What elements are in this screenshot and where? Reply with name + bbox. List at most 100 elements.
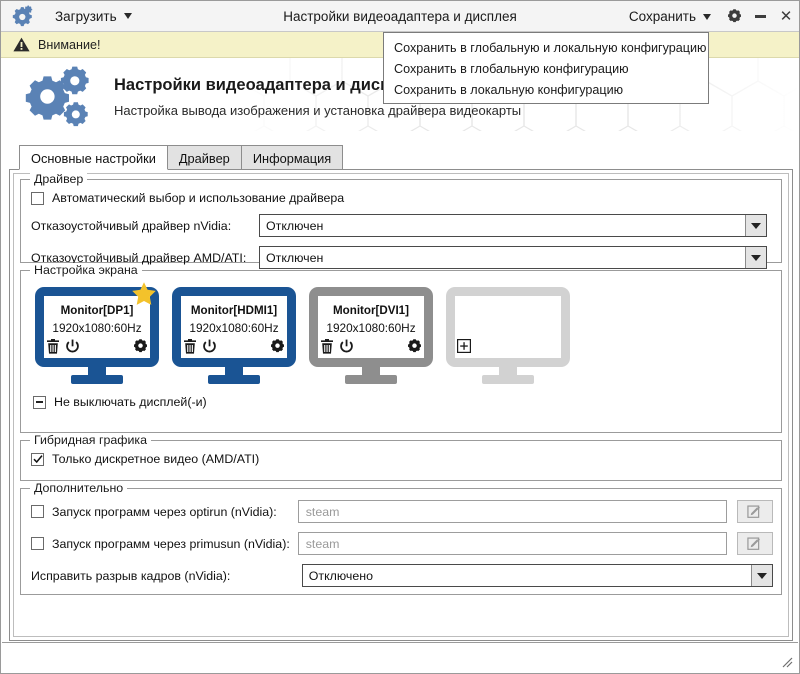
group-hybrid-graphics: Гибридная графика Только дискретное виде… [20, 433, 782, 481]
group-screen-legend: Настройка экрана [30, 263, 142, 277]
monitor-resolution: 1920x1080:60Hz [52, 321, 142, 335]
power-icon[interactable] [65, 339, 80, 354]
plus-icon[interactable] [457, 339, 471, 353]
amd-driver-row: Отказоустойчивый драйвер AMD/ATI: Отключ… [31, 246, 771, 269]
discrete-video-checkbox[interactable] [31, 452, 44, 466]
group-extra: Дополнительно Запуск программ через opti… [20, 481, 782, 595]
primusrun-label: Запуск программ через primusun (nVidia): [52, 536, 290, 551]
nvidia-driver-dropdown-arrow[interactable] [745, 215, 766, 236]
amd-driver-label: Отказоустойчивый драйвер AMD/ATI: [31, 250, 247, 265]
amd-driver-dropdown-arrow[interactable] [745, 247, 766, 268]
power-icon[interactable] [339, 339, 354, 354]
keep-displays-on-checkbox[interactable] [33, 395, 46, 409]
primusrun-input[interactable]: steam [297, 532, 727, 555]
monitor-card-dvi1[interactable]: Monitor[DVI1] 1920x1080:60Hz [307, 285, 435, 385]
power-icon[interactable] [202, 339, 217, 354]
status-bar [2, 642, 798, 672]
group-extra-legend: Дополнительно [30, 481, 128, 495]
pencil-square-icon [747, 505, 761, 518]
close-icon: ✕ [779, 8, 793, 25]
monitor-name: Monitor[DVI1] [333, 304, 409, 317]
optirun-label: Запуск программ через optirun (nVidia): [52, 504, 277, 519]
monitor-name: Monitor[HDMI1] [190, 304, 278, 317]
partial-dash-icon [36, 401, 43, 403]
optirun-input[interactable]: steam [297, 500, 727, 523]
trash-icon[interactable] [46, 339, 60, 354]
gear-icon[interactable] [270, 339, 285, 354]
gear-icon[interactable] [133, 339, 148, 354]
primary-star-icon [132, 282, 156, 305]
menu-item-save-global[interactable]: Сохранить в глобальную конфигурацию [394, 61, 629, 76]
save-menu-button[interactable]: Сохранить [619, 9, 721, 24]
group-driver-legend: Драйвер [30, 172, 88, 186]
tearfree-dropdown-arrow[interactable] [751, 565, 772, 586]
tab-main-settings[interactable]: Основные настройки [19, 145, 168, 170]
trash-icon[interactable] [320, 339, 334, 354]
group-driver: Драйвер Автоматический выбор и использов… [20, 172, 782, 269]
group-screen: Настройка экрана Monitor[DP1] 1920x1080:… [20, 263, 782, 433]
discrete-video-row[interactable]: Только дискретное видео (AMD/ATI) [31, 452, 771, 466]
tab-information[interactable]: Информация [240, 145, 344, 170]
tab-page-inner: Драйвер Автоматический выбор и использов… [13, 172, 789, 637]
titlebar-controls: Сохранить ✕ [619, 1, 799, 32]
keep-displays-on-row[interactable]: Не выключать дисплей(-и) [33, 395, 771, 409]
keep-displays-on-label: Не выключать дисплей(-и) [54, 395, 207, 409]
warning-triangle-icon [13, 37, 30, 52]
save-dropdown-menu[interactable]: Сохранить в глобальную и локальную конфи… [383, 32, 709, 104]
nvidia-driver-select[interactable]: Отключен [259, 214, 767, 237]
tearfree-select[interactable]: Отключено [301, 564, 773, 587]
banner-gears-icon [22, 66, 100, 131]
monitor-actions [320, 339, 422, 354]
monitor-card-hdmi1[interactable]: Monitor[HDMI1] 1920x1080:60Hz [170, 285, 298, 385]
monitor-icon [446, 287, 570, 384]
banner-title: Настройки видеоадаптера и дисплея [114, 76, 420, 94]
nvidia-driver-row: Отказоустойчивый драйвер nVidia: Отключе… [31, 214, 771, 237]
primusrun-checkbox[interactable] [31, 537, 44, 550]
resize-grip-icon[interactable] [779, 654, 793, 668]
chevron-down-icon [703, 13, 711, 20]
chevron-down-icon [123, 13, 132, 19]
monitor-card-add[interactable] [444, 285, 572, 385]
discrete-video-label: Только дискретное видео (AMD/ATI) [52, 452, 260, 466]
optirun-row: Запуск программ через optirun (nVidia): … [31, 500, 773, 523]
tearfree-row: Исправить разрыв кадров (nVidia): Отключ… [31, 564, 773, 587]
monitor-resolution: 1920x1080:60Hz [326, 321, 416, 335]
monitor-icon [309, 287, 433, 384]
warning-text: Внимание! [38, 37, 101, 52]
load-menu-label: Загрузить [55, 8, 117, 24]
optirun-edit-button[interactable] [736, 500, 773, 523]
gear-icon[interactable] [407, 339, 422, 354]
nvidia-driver-value: Отключен [266, 218, 324, 233]
auto-driver-checkbox[interactable] [31, 191, 44, 205]
tearfree-label: Исправить разрыв кадров (nVidia): [31, 568, 231, 583]
close-button[interactable]: ✕ [773, 1, 799, 32]
monitor-actions [46, 339, 148, 354]
monitor-actions [183, 339, 285, 354]
optirun-placeholder: steam [305, 504, 340, 519]
nvidia-driver-label: Отказоустойчивый драйвер nVidia: [31, 218, 232, 233]
tab-driver[interactable]: Драйвер [166, 145, 242, 170]
save-menu-label: Сохранить [628, 9, 696, 24]
monitor-card-dp1[interactable]: Monitor[DP1] 1920x1080:60Hz [33, 282, 161, 385]
minimize-button[interactable] [747, 1, 773, 32]
chevron-down-icon [751, 222, 761, 229]
app-icon [1, 5, 45, 27]
trash-icon[interactable] [183, 339, 197, 354]
settings-button[interactable] [721, 1, 747, 32]
primusrun-row: Запуск программ через primusun (nVidia):… [31, 532, 773, 555]
auto-driver-row[interactable]: Автоматический выбор и использование дра… [31, 191, 771, 205]
primusrun-edit-button[interactable] [736, 532, 773, 555]
load-menu-button[interactable]: Загрузить [45, 1, 138, 31]
optirun-checkbox[interactable] [31, 505, 44, 518]
auto-driver-label: Автоматический выбор и использование дра… [52, 191, 345, 205]
monitor-actions [457, 339, 559, 353]
menu-item-save-global-local[interactable]: Сохранить в глобальную и локальную конфи… [394, 40, 707, 55]
title-bar: Загрузить Настройки видеоадаптера и дисп… [1, 1, 799, 32]
tab-strip: Основные настройки Драйвер Информация [19, 145, 344, 170]
amd-driver-value: Отключен [266, 250, 324, 265]
amd-driver-select[interactable]: Отключен [259, 246, 767, 269]
monitor-name: Monitor[DP1] [60, 304, 134, 317]
menu-item-save-local[interactable]: Сохранить в локальную конфигурацию [394, 82, 624, 97]
monitor-resolution: 1920x1080:60Hz [189, 321, 279, 335]
